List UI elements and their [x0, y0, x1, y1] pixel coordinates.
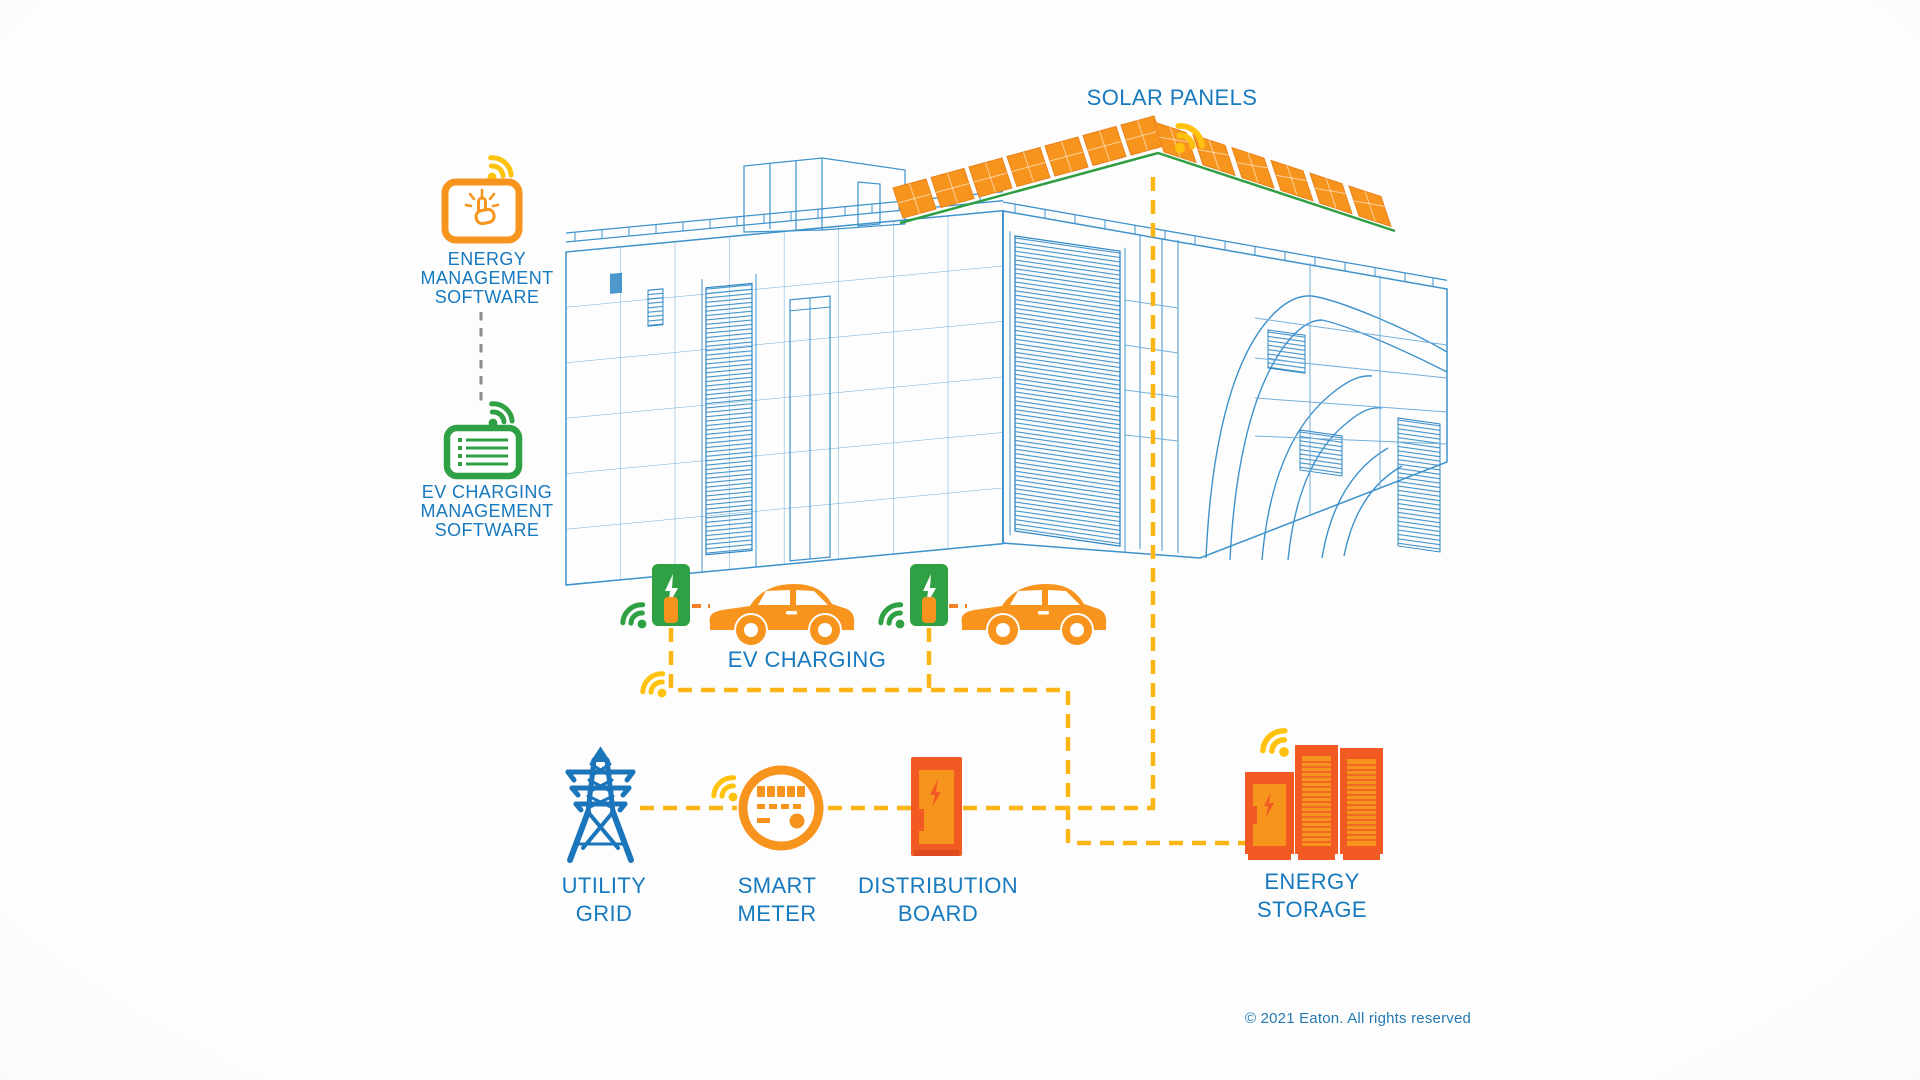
smart-meter-label: SMART METER — [737, 873, 817, 926]
lightning-bolt-icon — [665, 574, 678, 606]
distribution-board-label: DISTRIBUTION BOARD — [857, 873, 1019, 926]
ev-car-icon — [961, 584, 1107, 645]
line-ev-to-storage — [668, 628, 1245, 846]
energy-management-software-icon — [441, 154, 523, 244]
lightning-bolt-icon — [1264, 792, 1274, 817]
line-grid-meter-distribution — [640, 800, 1156, 811]
ev-charging-label: EV CHARGING — [727, 647, 887, 672]
energy-storage-icon — [1245, 745, 1383, 860]
copyright-text: © 2021 Eaton. All rights reserved — [1244, 1010, 1472, 1027]
tap-hand-icon — [464, 188, 500, 226]
checklist-tablet-icon — [443, 424, 523, 480]
lightning-bolt-icon — [923, 574, 936, 606]
checklist-lines — [458, 438, 508, 466]
ev-charging-management-software-icon — [443, 400, 523, 480]
ev-charger-icon — [910, 564, 948, 626]
energy-management-software-label: ENERGY MANAGEMENT SOFTWARE — [420, 249, 554, 307]
smart-meter-icon — [738, 765, 824, 851]
storage-wifi-icon — [1259, 726, 1298, 765]
ev-charging-management-software-label: EV CHARGING MANAGEMENT SOFTWARE — [420, 482, 554, 540]
lightning-bolt-icon — [930, 779, 941, 807]
solar-panels-icon — [892, 115, 1396, 233]
utility-grid-label: UTILITY GRID — [561, 873, 647, 926]
ev-charger-icon — [652, 564, 690, 626]
charger2-wifi-icon — [877, 601, 913, 637]
energy-storage-label: ENERGY STORAGE — [1257, 869, 1367, 922]
charger1-wifi-icon — [619, 601, 655, 637]
solar-rail — [899, 151, 1396, 233]
ev-car-icon — [709, 584, 855, 645]
utility-grid-icon — [565, 746, 636, 863]
building-illustration — [565, 157, 1448, 586]
solar-panels-label: SOLAR PANELS — [1086, 85, 1258, 110]
distribution-board-icon — [911, 757, 962, 856]
